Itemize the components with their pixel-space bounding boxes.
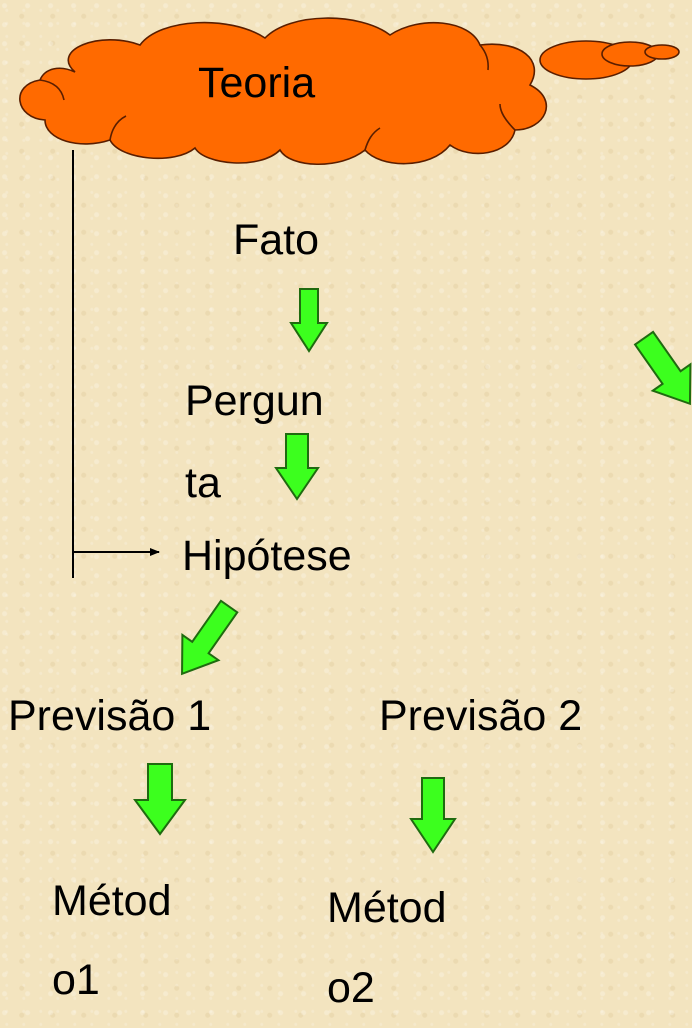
metodo-2-line-2: o2 (327, 964, 375, 1012)
arrow-pergunta-hipotese (274, 433, 320, 501)
hipotese-label: Hipótese (182, 532, 352, 580)
fato-label: Fato (233, 216, 320, 264)
arrow-previsao1-metodo1 (133, 763, 187, 836)
arrow-previsao2-metodo2 (409, 777, 457, 854)
pergunta-label: Pergun ta (185, 360, 324, 524)
thought-bubble (539, 40, 680, 80)
pergunta-line-1: Pergun (185, 377, 324, 425)
arrow-fato-pergunta (289, 288, 329, 353)
previsao-1-label: Previsão 1 (8, 692, 212, 740)
metodo-2-label: Métod o2 (327, 868, 447, 1028)
previsao-2-label: Previsão 2 (379, 692, 583, 740)
teoria-label: Teoria (198, 59, 316, 107)
metodo-1-line-1: Métod (52, 877, 172, 925)
arrow-hipotese-previsao1 (181, 599, 239, 676)
metodo-1-line-2: o1 (52, 956, 100, 1004)
metodo-2-line-1: Métod (327, 884, 447, 932)
metodo-1-label: Métod o1 (52, 862, 172, 1020)
pergunta-line-2: ta (185, 459, 221, 507)
teoria-cloud (19, 17, 548, 165)
arrow-right-edge (633, 330, 692, 406)
